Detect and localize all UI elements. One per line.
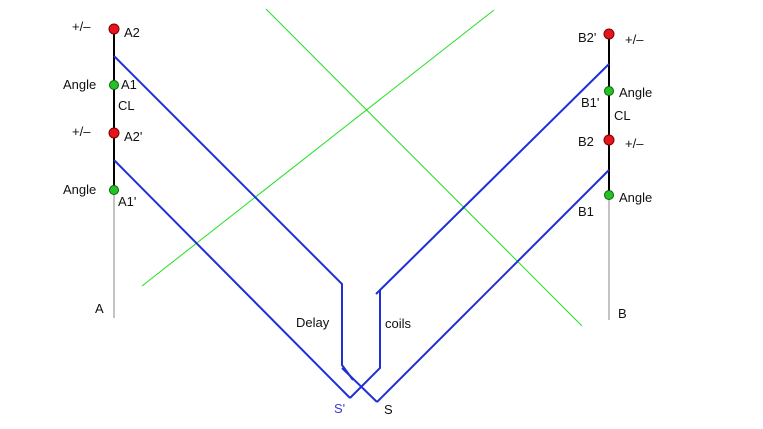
label-pm-b2: +/– [625, 136, 644, 151]
label-delay: Delay [296, 315, 330, 330]
fiber-path-b1-s-prime [376, 169, 610, 403]
label-angle-b1p: Angle [619, 85, 652, 100]
label-a2: A2 [124, 25, 140, 40]
fiber-path-b2-s [375, 63, 610, 295]
label-s-prime: S' [334, 401, 345, 416]
node-b2-phase [603, 134, 615, 146]
label-s: S [384, 402, 393, 417]
label-angle-a1p: Angle [63, 182, 96, 197]
label-b: B [618, 306, 627, 321]
node-a1p-angle [109, 185, 119, 195]
label-angle-a1: Angle [63, 77, 96, 92]
label-b1: B1 [578, 204, 594, 219]
fiber-path-coil-left [341, 367, 378, 403]
node-a1-angle [109, 80, 119, 90]
label-angle-b1: Angle [619, 190, 652, 205]
node-a2-phase [108, 23, 120, 35]
fiber-path-coil-right [349, 290, 381, 399]
label-a1: A1 [121, 77, 137, 92]
label-cl-right: CL [614, 108, 631, 123]
laser-line-1 [265, 8, 583, 327]
label-pm-b2p: +/– [625, 32, 644, 47]
node-b2p-phase [603, 28, 615, 40]
label-a2p: A2' [124, 129, 142, 144]
label-a1p: A1' [118, 194, 136, 209]
node-a2p-phase [108, 127, 120, 139]
label-pm-a2p: +/– [72, 124, 91, 139]
fiber-path-a1-s [113, 159, 351, 399]
label-b2p: B2' [578, 30, 596, 45]
node-b1-angle [604, 190, 614, 200]
fiber-path-a2-s-prime [113, 55, 354, 381]
label-coils: coils [385, 316, 412, 331]
label-b2: B2 [578, 134, 594, 149]
label-cl-left: CL [118, 98, 135, 113]
label-pm-a2: +/– [72, 19, 91, 34]
node-b1p-angle [604, 86, 614, 96]
label-a: A [95, 301, 104, 316]
label-b1p: B1' [581, 95, 599, 110]
laser-line-2 [141, 9, 495, 287]
